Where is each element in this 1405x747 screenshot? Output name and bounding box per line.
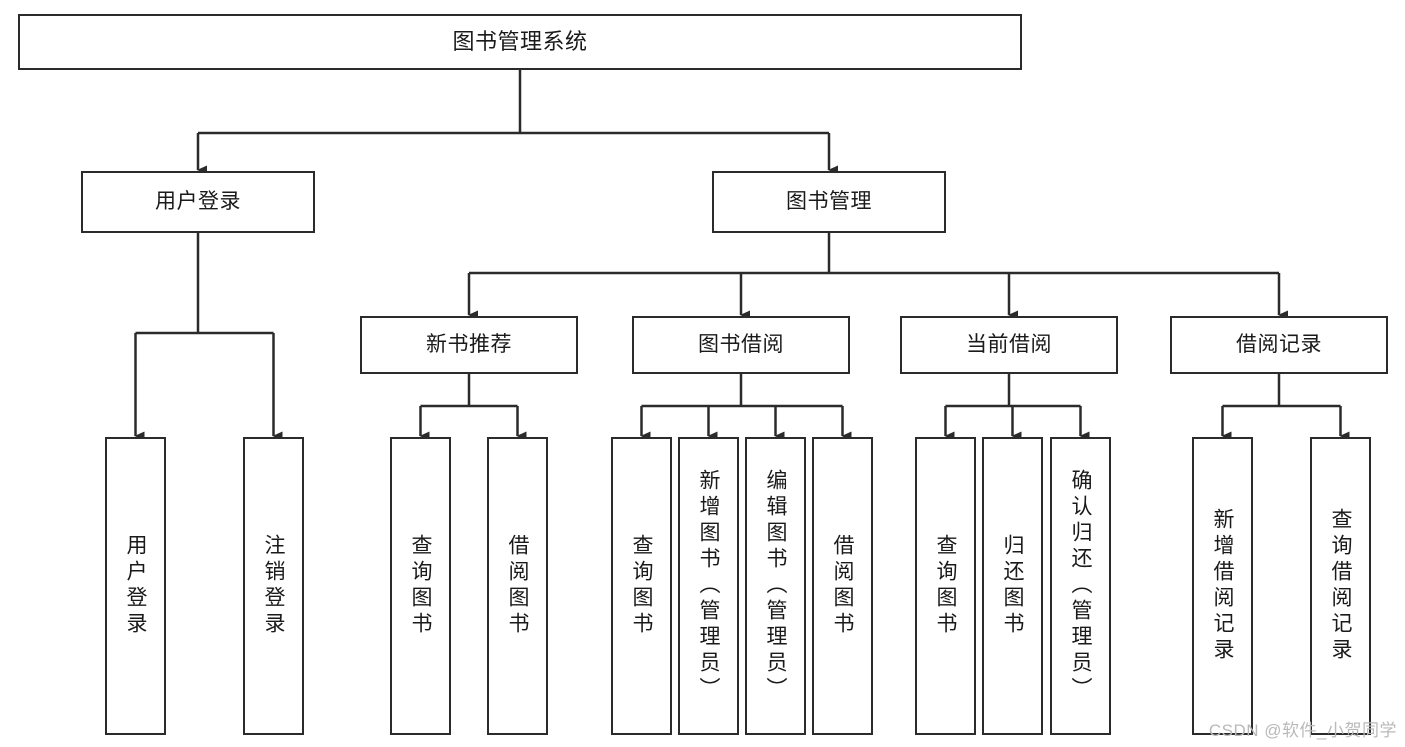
node-leaf-query-book-1[interactable]: 查询图书 (390, 437, 451, 735)
node-label: 图书管理系统 (452, 29, 588, 55)
node-root[interactable]: 图书管理系统 (18, 14, 1022, 70)
node-label: 新增借阅记录 (1211, 508, 1235, 664)
watermark-text: CSDN @软件_小贺同学 (1208, 721, 1397, 740)
node-current-borrow[interactable]: 当前借阅 (900, 316, 1118, 374)
node-leaf-user-logout[interactable]: 注销登录 (243, 437, 304, 735)
node-borrow-record[interactable]: 借阅记录 (1170, 316, 1388, 374)
node-user-login[interactable]: 用户登录 (81, 171, 315, 233)
node-label: 新增图书（管理员） (697, 469, 721, 703)
node-leaf-user-login[interactable]: 用户登录 (105, 437, 166, 735)
node-book-manage[interactable]: 图书管理 (712, 171, 946, 233)
node-label: 查询图书 (409, 534, 433, 638)
node-label: 用户登录 (124, 534, 148, 638)
node-label: 查询图书 (630, 534, 654, 638)
node-label: 查询借阅记录 (1329, 508, 1353, 664)
node-leaf-query-book-2[interactable]: 查询图书 (611, 437, 672, 735)
node-label: 查询图书 (934, 534, 958, 638)
node-label: 归还图书 (1001, 534, 1025, 638)
node-leaf-confirm-return[interactable]: 确认归还（管理员） (1050, 437, 1111, 735)
node-label: 编辑图书（管理员） (764, 469, 788, 703)
node-label: 借阅记录 (1236, 332, 1322, 356)
node-label: 确认归还（管理员） (1069, 469, 1093, 703)
node-leaf-add-record[interactable]: 新增借阅记录 (1192, 437, 1253, 735)
node-label: 借阅图书 (506, 534, 530, 638)
node-label: 注销登录 (262, 534, 286, 638)
node-label: 当前借阅 (966, 332, 1052, 356)
node-label: 图书借阅 (698, 332, 784, 356)
node-label: 新书推荐 (426, 332, 512, 356)
node-book-borrow[interactable]: 图书借阅 (632, 316, 850, 374)
node-leaf-query-book-3[interactable]: 查询图书 (915, 437, 976, 735)
node-leaf-add-book[interactable]: 新增图书（管理员） (678, 437, 739, 735)
node-leaf-return-book[interactable]: 归还图书 (982, 437, 1043, 735)
node-leaf-borrow-book-1[interactable]: 借阅图书 (487, 437, 548, 735)
node-leaf-query-record[interactable]: 查询借阅记录 (1310, 437, 1371, 735)
node-label: 用户登录 (155, 189, 241, 213)
node-label: 图书管理 (786, 189, 872, 213)
node-label: 借阅图书 (831, 534, 855, 638)
node-leaf-borrow-book-2[interactable]: 借阅图书 (812, 437, 873, 735)
node-new-book-rec[interactable]: 新书推荐 (360, 316, 578, 374)
node-leaf-edit-book[interactable]: 编辑图书（管理员） (745, 437, 806, 735)
